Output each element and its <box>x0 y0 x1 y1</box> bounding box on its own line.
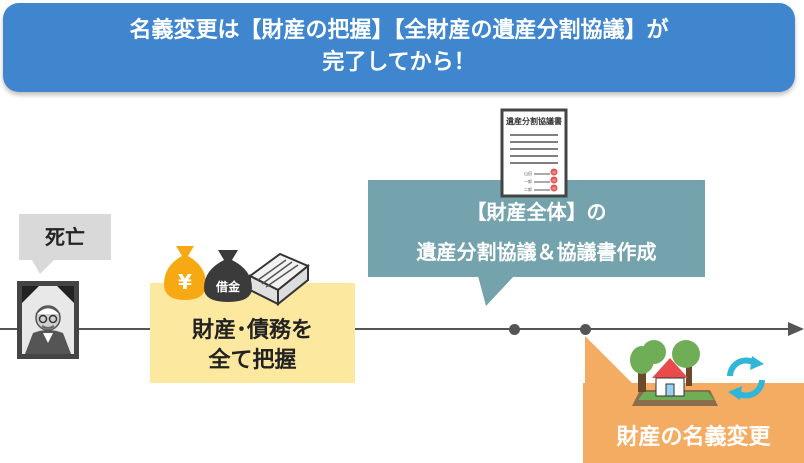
transfer-step-tail <box>585 336 633 384</box>
seal-char: 印 <box>552 178 555 183</box>
yen-symbol: ¥ <box>178 270 192 294</box>
agreement-label-line-2: 遺産分割協議＆協議書作成 <box>416 240 657 264</box>
banner-line-2: 完了してから！ <box>322 50 476 75</box>
transfer-label: 財産の名義変更 <box>616 425 771 450</box>
signature-name-2: 一郎 <box>524 178 532 184</box>
seal-mark <box>550 184 558 192</box>
yen-bag-icon: ¥ <box>164 246 206 300</box>
timeline-dot-agreement <box>509 324 520 335</box>
house-with-refresh-icon <box>630 340 765 406</box>
debt-label: 借金 <box>215 279 241 294</box>
seal-mark <box>550 168 558 176</box>
death-label-box: 死亡 <box>19 214 111 260</box>
agreement-label-line-1: 【財産全体】の <box>466 200 607 224</box>
timeline-line <box>0 328 792 330</box>
seal-char: 印 <box>552 186 555 191</box>
agreement-document-icon: 遺産分割協議書 山田 一郎 二郎 印 印 印 <box>500 108 568 198</box>
seal-char: 印 <box>552 170 555 175</box>
debt-bag-icon: 借金 <box>204 250 252 302</box>
assets-label-line-2: 全て把握 <box>208 348 297 373</box>
signature-name-3: 二郎 <box>524 186 532 192</box>
timeline-arrowhead <box>788 322 804 336</box>
banner-line-1: 名義変更は【財産の把握】【全財産の遺産分割協議】が <box>129 18 669 43</box>
death-label: 死亡 <box>45 225 85 249</box>
house-icon <box>630 340 718 406</box>
refresh-icon <box>727 356 765 400</box>
memorial-portrait-icon <box>17 281 79 359</box>
document-title: 遺産分割協議書 <box>505 116 562 126</box>
seal-mark <box>550 176 558 184</box>
header-banner: 名義変更は【財産の把握】【全財産の遺産分割協議】が 完了してから！ <box>3 3 795 92</box>
money-bags-icon: ¥ 借金 <box>164 246 310 307</box>
timeline-dot-transfer <box>580 324 591 335</box>
cash-stack-icon <box>248 252 310 307</box>
agreement-step-tail <box>478 276 514 306</box>
assets-label-line-1: 財産･債務を <box>191 318 313 343</box>
signature-name-1: 山田 <box>524 170 532 176</box>
death-label-tail <box>32 260 54 274</box>
